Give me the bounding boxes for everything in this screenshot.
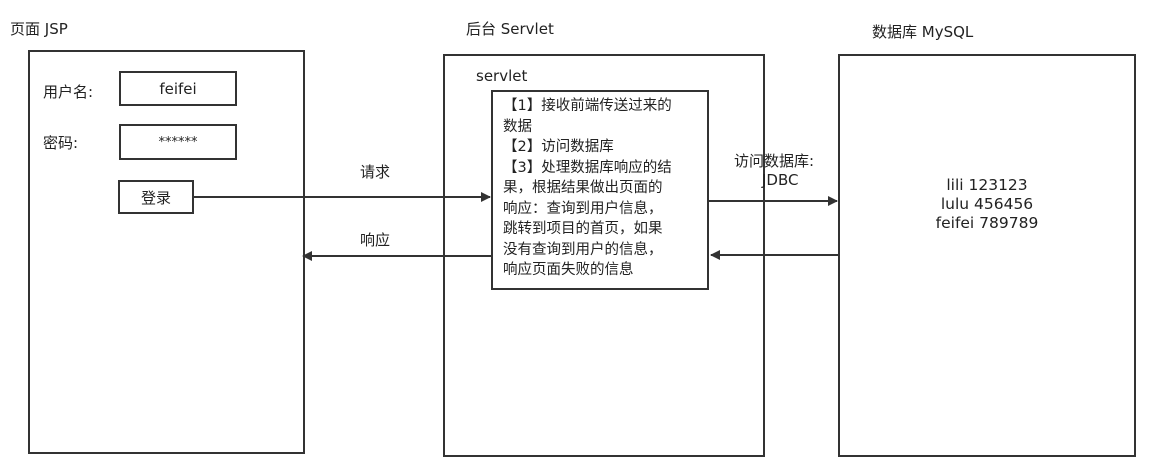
database-title: 数据库 MySQL <box>872 23 974 41</box>
jsp-title: 页面 JSP <box>10 20 68 38</box>
step-line: 【2】访问数据库 <box>503 139 614 155</box>
step-line: 没有查询到用户的信息， <box>503 241 663 258</box>
password-label: 密码: <box>43 134 79 152</box>
username-label: 用户名: <box>43 83 94 101</box>
step-line: 响应页面失败的信息 <box>503 262 634 278</box>
db-row: lulu 456456 <box>940 195 1034 213</box>
db-row: lili 123123 <box>946 176 1028 194</box>
servlet-title: 后台 Servlet <box>466 20 554 38</box>
jsp-page-panel <box>28 50 305 454</box>
database-panel <box>838 54 1136 457</box>
step-line: 跳转到项目的首页，如果 <box>503 221 663 237</box>
servlet-inner-label: servlet <box>476 67 528 85</box>
step-line: 【3】处理数据库响应的结 <box>503 159 672 176</box>
db-row: feifei 789789 <box>935 214 1039 232</box>
request-label: 请求 <box>360 163 391 181</box>
db-access-label: 访问数据库: <box>734 152 815 170</box>
step-line: 果，根据结果做出页面的 <box>503 180 663 196</box>
jdbc-label: JDBC <box>762 171 799 189</box>
response-label: 响应 <box>360 231 391 249</box>
login-button[interactable]: 登录 <box>118 180 194 214</box>
step-line: 响应：查询到用户信息， <box>503 200 663 217</box>
database-records: lili 123123 lulu 456456 feifei 789789 <box>838 176 1136 233</box>
step-line: 【1】接收前端传送过来的 <box>503 98 672 114</box>
username-field[interactable]: feifei <box>119 71 237 106</box>
password-field[interactable]: ****** <box>119 124 237 160</box>
step-line: 数据 <box>503 118 532 135</box>
servlet-steps-box: 【1】接收前端传送过来的 数据 【2】访问数据库 【3】处理数据库响应的结 果，… <box>491 90 709 290</box>
